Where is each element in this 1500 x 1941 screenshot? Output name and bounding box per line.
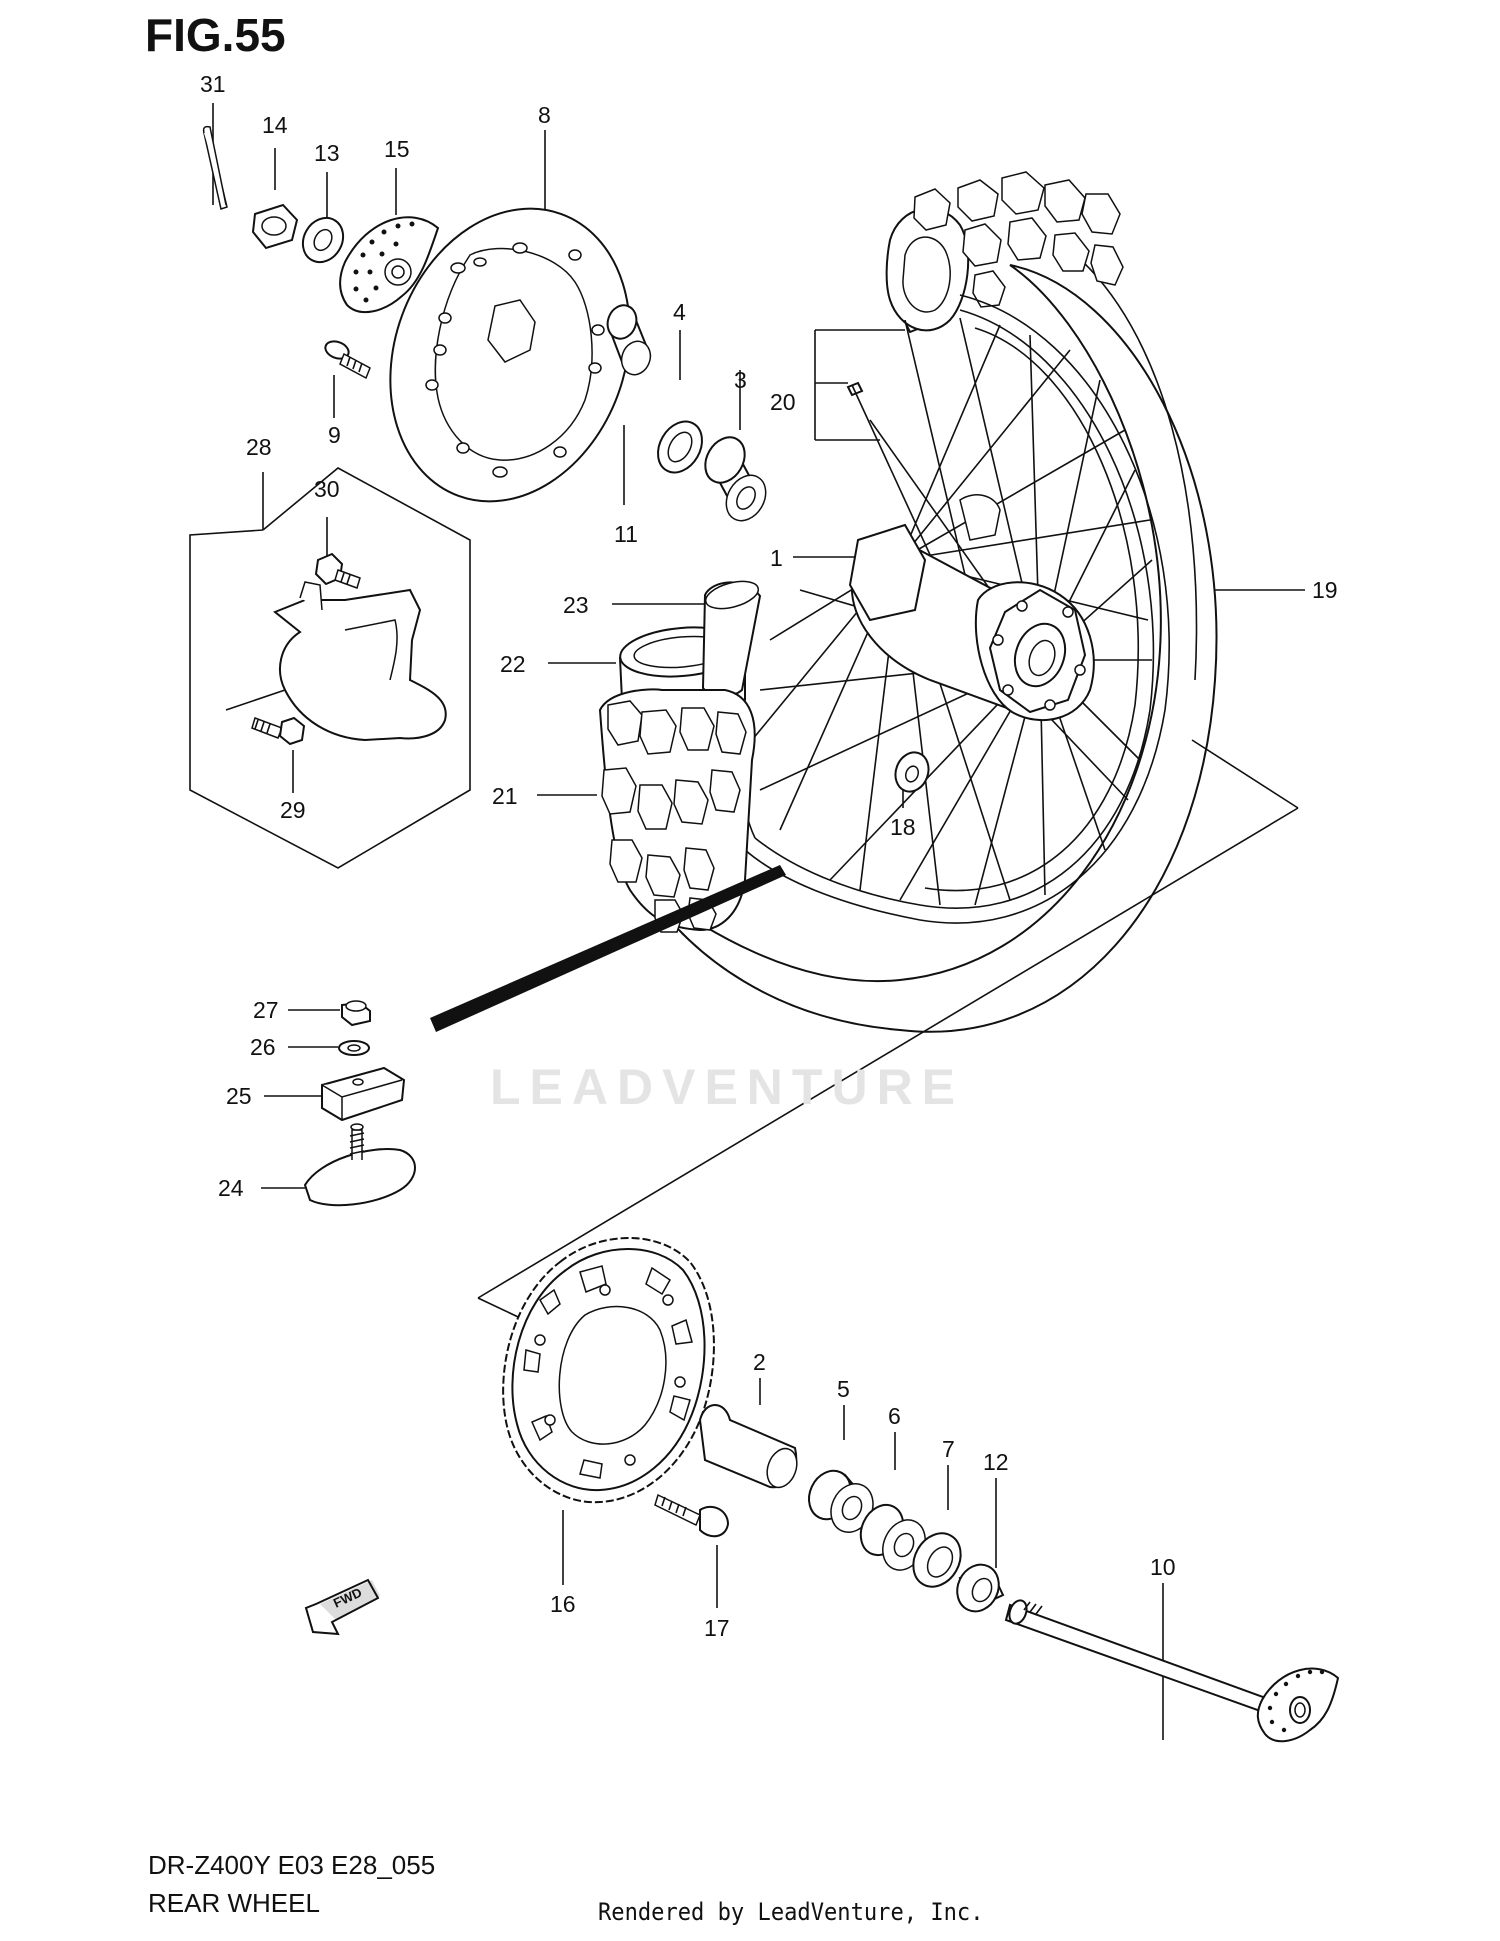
part-bearing-5: [808, 1469, 874, 1533]
callout-11: 11: [614, 521, 638, 547]
part-bolt-30: [314, 552, 361, 589]
model-code: DR-Z400Y E03 E28_055: [148, 1850, 436, 1880]
part-balancer: [894, 751, 930, 793]
forward-arrow-icon: FWD: [304, 1578, 380, 1636]
callout-5: 5: [837, 1376, 850, 1402]
part-spacer-2: [698, 1404, 798, 1489]
callout-16: 16: [550, 1591, 576, 1617]
watermark: LEADVENTURE: [490, 1059, 965, 1115]
figure-title: FIG.55: [145, 9, 286, 61]
part-spoke-nipples: [846, 318, 922, 397]
part-rim-lock-24: [303, 1123, 416, 1207]
part-valve-nut-27: [341, 1000, 371, 1027]
callout-17: 17: [704, 1615, 730, 1641]
part-hub-1: [848, 494, 1095, 722]
callout-21: 21: [492, 783, 518, 809]
tread-blocks: [913, 171, 1124, 308]
part-spacer-12: [956, 1563, 1005, 1613]
callout-3: 3: [734, 367, 747, 393]
callout-22: 22: [500, 651, 526, 677]
part-oil-seal-7: [912, 1532, 962, 1588]
callout-10: 10: [1150, 1554, 1176, 1580]
callout-1: 1: [770, 545, 783, 571]
callout-8: 8: [538, 102, 551, 128]
callout-25: 25: [226, 1083, 252, 1109]
callout-27: 27: [253, 997, 279, 1023]
part-tire-section-21: [598, 688, 756, 933]
part-axle-10: [1004, 1599, 1340, 1743]
callout-12: 12: [983, 1449, 1009, 1475]
part-disc-bolt: [324, 340, 371, 380]
part-cotter-pin: [202, 125, 228, 210]
callout-29: 29: [280, 797, 306, 823]
part-sprocket-16: [502, 1237, 715, 1504]
callout-20: 20: [770, 389, 796, 415]
callout-24: 24: [218, 1175, 244, 1201]
part-rim-lock-block-25: [321, 1066, 406, 1122]
part-rim-band-23: [701, 580, 762, 698]
render-credit: Rendered by LeadVenture, Inc.: [598, 1898, 984, 1926]
part-chain-guide-28: [273, 581, 447, 742]
callout-23: 23: [563, 592, 589, 618]
part-tire-19: [639, 171, 1218, 1033]
callout-labels: 31 14 13 15 8 9 4 3 11 20 1 23 22 21 19 …: [200, 71, 1338, 1641]
callout-6: 6: [888, 1403, 901, 1429]
part-spacer-11: [606, 304, 652, 376]
part-bolt-29: [225, 689, 306, 746]
callout-14: 14: [262, 112, 288, 138]
part-chain-adjuster: [339, 216, 440, 313]
leader-lines: [212, 103, 1305, 1740]
part-washer-13: [301, 216, 345, 264]
callout-18: 18: [890, 814, 916, 840]
callout-7: 7: [942, 1436, 955, 1462]
callout-13: 13: [314, 140, 340, 166]
part-brake-disc: [389, 207, 631, 503]
part-oil-seal-4: [657, 420, 703, 474]
part-bearing-3: [704, 436, 767, 522]
part-axle-nut: [251, 203, 299, 250]
callout-19: 19: [1312, 577, 1338, 603]
callout-28: 28: [246, 434, 272, 460]
callout-9: 9: [328, 422, 341, 448]
callout-31: 31: [200, 71, 226, 97]
part-group-28-frame: [189, 467, 471, 869]
callout-30: 30: [314, 476, 340, 502]
callout-26: 26: [250, 1034, 276, 1060]
part-sprocket-bolt-17: [654, 1493, 730, 1538]
callout-4: 4: [673, 299, 686, 325]
part-valve-washer-26: [338, 1040, 370, 1056]
callout-15: 15: [384, 136, 410, 162]
section-title: REAR WHEEL: [148, 1888, 320, 1918]
callout-2: 2: [753, 1349, 766, 1375]
